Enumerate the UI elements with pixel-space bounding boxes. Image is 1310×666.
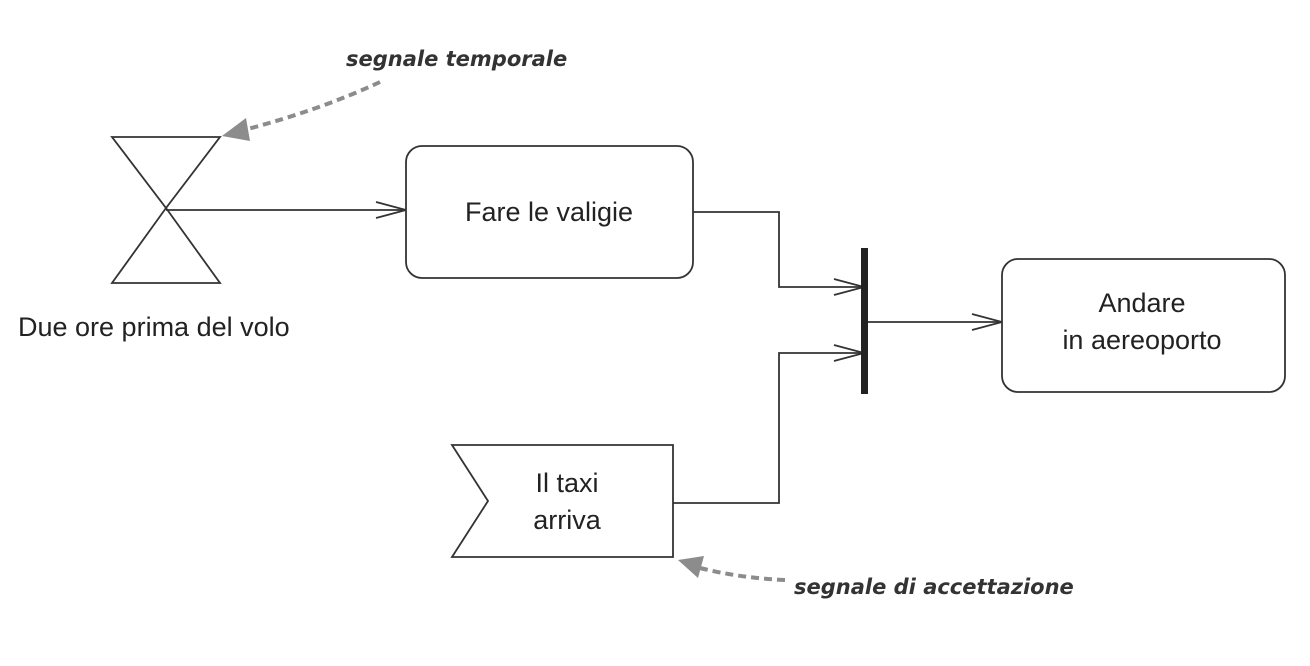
action-pack-bags-label: Fare le valigie [465, 197, 633, 227]
action-go-airport-label-line2: in aereoporto [1062, 325, 1221, 355]
join-bar [861, 248, 868, 394]
accept-signal-taxi: Il taxi arriva [450, 444, 674, 558]
annotation-time-signal: segnale temporale [346, 47, 567, 71]
annotation-accept-signal: segnale di accettazione [794, 575, 1074, 599]
action-pack-bags: Fare le valigie [405, 145, 694, 279]
annotation-time-signal-arrow [243, 80, 381, 132]
accept-signal-label-line2: arriva [533, 505, 601, 535]
hourglass-icon [110, 136, 222, 284]
action-go-airport-label-line1: Andare [1098, 288, 1185, 318]
time-signal-label: Due ore prima del volo [18, 312, 290, 342]
annotation-accept-signal-arrowhead [678, 556, 704, 578]
action-go-airport-box [1001, 258, 1286, 393]
action-go-airport: Andare in aereoporto [1001, 258, 1286, 393]
accept-signal-label-line1: Il taxi [535, 468, 598, 498]
edge-taxi-to-join [673, 353, 864, 504]
edge-pack-to-join [693, 211, 864, 287]
annotation-accept-signal-arrow [699, 566, 786, 582]
accept-signal-shape [450, 444, 674, 558]
annotation-time-signal-arrowhead [222, 118, 250, 141]
